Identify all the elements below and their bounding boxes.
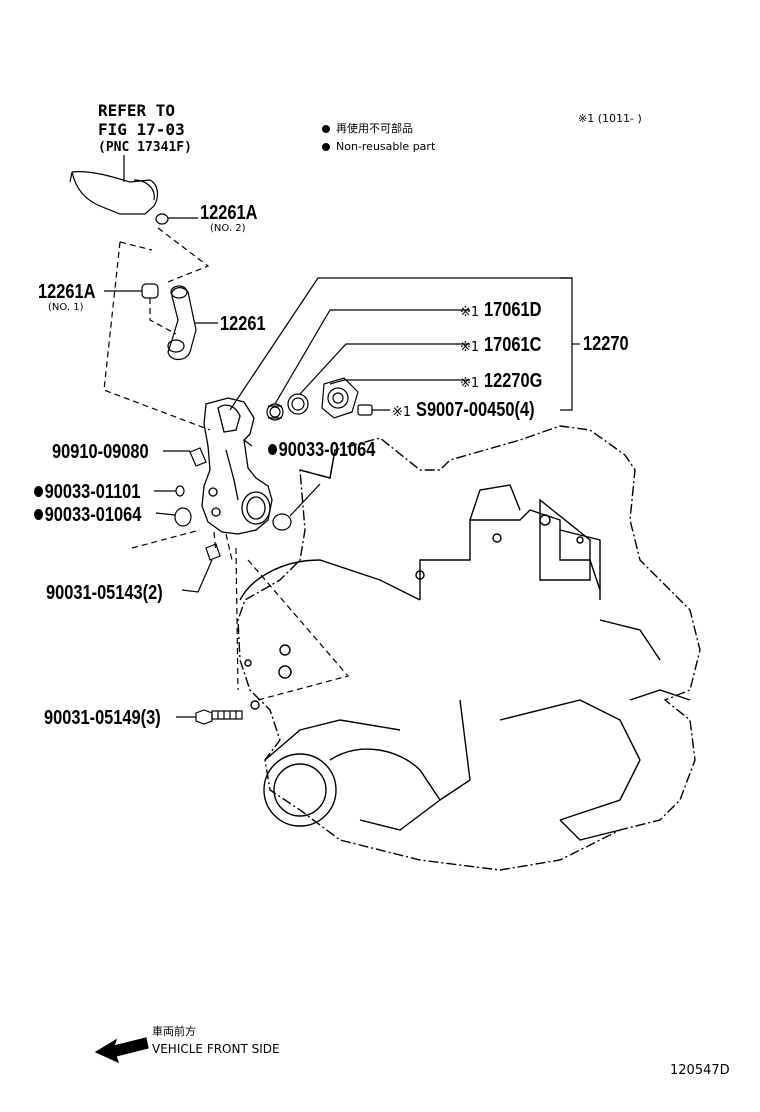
o-ring-small <box>154 485 185 497</box>
leader-12270-bracket <box>229 277 572 411</box>
bullet-icon <box>322 143 330 151</box>
clamp-no1 <box>104 283 159 299</box>
non-reusable-dot-icon <box>268 444 278 455</box>
label-17061C: ※1 17061C <box>460 334 542 356</box>
label-12270G: ※1 12270G <box>460 370 543 392</box>
non-reusable-dot-icon <box>34 509 44 520</box>
label-12261: 12261 <box>220 313 266 335</box>
label-12261A-no1: 12261A <box>38 281 96 303</box>
bolt-90031-05143 <box>181 543 221 593</box>
front-label-jp: 車両前方 <box>152 1025 196 1038</box>
leader-bracket-right <box>560 277 573 411</box>
label-S9007: ※1 S9007-00450(4) <box>392 399 535 421</box>
water-inlet-housing <box>201 397 273 535</box>
label-12261A-no2: 12261A <box>200 202 258 224</box>
non-reusable-dot-icon <box>34 486 44 497</box>
legend-en: Non-reusable part <box>322 141 435 152</box>
front-arrow-icon <box>94 1037 149 1064</box>
label-90031-05149: 90031-05149(3) <box>44 707 161 729</box>
engine-block-outline <box>237 425 701 871</box>
housing-dashed-lines <box>131 529 350 701</box>
label-90033-01064-left: 90033-01064 <box>34 505 141 525</box>
label-90910-09080: 90910-09080 <box>52 441 149 463</box>
bolt-90031-05149 <box>176 709 243 725</box>
bullet-icon <box>322 125 330 133</box>
label-12270: 12270 <box>583 333 629 355</box>
o-ring-large <box>155 507 192 527</box>
hose-12261 <box>167 285 218 361</box>
clamp-no2 <box>155 213 198 225</box>
bolt-S9007 <box>357 404 390 416</box>
figure-code: 120547D <box>670 1063 730 1078</box>
gasket-17061D <box>266 309 470 421</box>
refer-to-line2: FIG 17-03 <box>98 120 185 139</box>
label-12261A-no1-sub: (NO. 1) <box>48 302 84 313</box>
o-ring-right <box>272 483 321 531</box>
housing-12270G <box>321 377 470 419</box>
note-top-right: ※1 (1011- ) <box>578 112 642 125</box>
front-label-en: VEHICLE FRONT SIDE <box>152 1042 280 1056</box>
refer-to-line3: (PNC 17341F) <box>98 140 192 155</box>
legend-jp: 再使用不可部品 <box>322 123 413 134</box>
label-17061D: ※1 17061D <box>460 299 542 321</box>
hose-dashed-frame <box>103 227 211 431</box>
label-12261A-no2-sub: (NO. 2) <box>210 223 246 234</box>
label-90033-01064-right: 90033-01064 <box>268 440 375 460</box>
refer-to-line1: REFER TO <box>98 101 176 120</box>
thermostat-17061C <box>287 343 470 415</box>
label-90031-05143: 90031-05143(2) <box>46 582 163 604</box>
bolt-90910 <box>163 447 207 467</box>
upper-hose <box>69 155 159 215</box>
label-90033-01101: 90033-01101 <box>34 482 140 502</box>
